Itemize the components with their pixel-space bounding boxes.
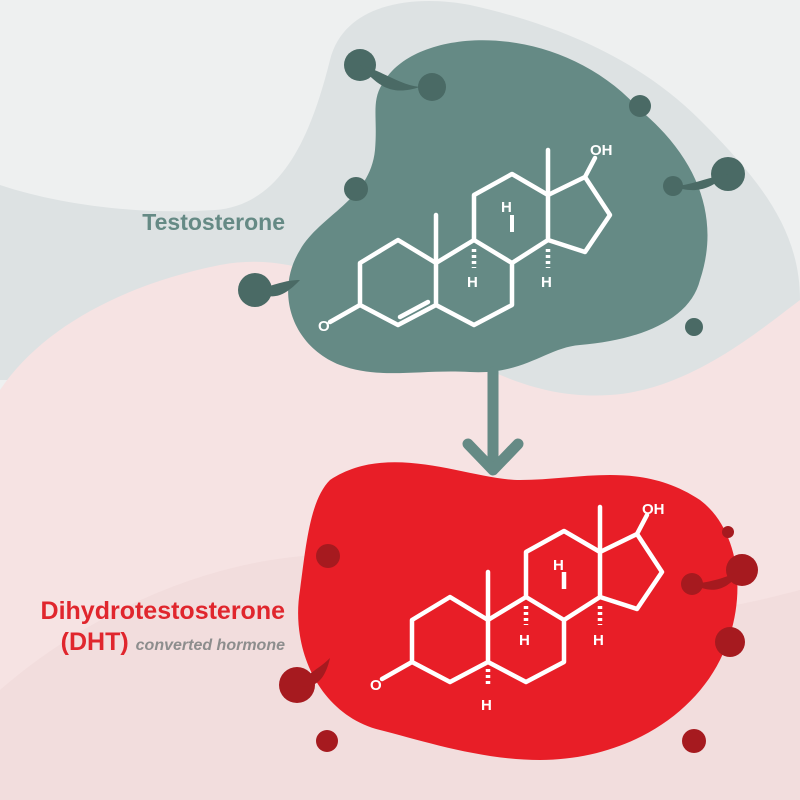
atom-oh: OH bbox=[642, 501, 665, 518]
atom-h: H bbox=[501, 199, 512, 216]
testosterone-label: Testosterone bbox=[142, 209, 285, 235]
atom-h: H bbox=[593, 632, 604, 649]
atom-oh: OH bbox=[590, 142, 613, 159]
atom-h: H bbox=[553, 557, 564, 574]
atom-h: H bbox=[467, 274, 478, 291]
droplet-icon bbox=[279, 526, 758, 753]
atom-h: H bbox=[481, 697, 492, 714]
dht-abbreviation: (DHT) bbox=[60, 628, 129, 656]
dht-molecule bbox=[379, 504, 665, 687]
atom-h: H bbox=[541, 274, 552, 291]
atom-o: O bbox=[318, 318, 330, 335]
arrow-down-icon bbox=[462, 366, 524, 476]
converted-hormone-label: converted hormone bbox=[135, 637, 285, 654]
dht-blob bbox=[298, 462, 738, 760]
atom-o: O bbox=[370, 677, 382, 694]
dht-label: Dihydrotestosterone bbox=[40, 597, 285, 625]
dht-abbreviation-label: (DHT) converted hormone bbox=[61, 628, 285, 657]
atom-h: H bbox=[519, 632, 530, 649]
testosterone-blob bbox=[288, 40, 708, 374]
droplet-icon bbox=[238, 49, 745, 336]
